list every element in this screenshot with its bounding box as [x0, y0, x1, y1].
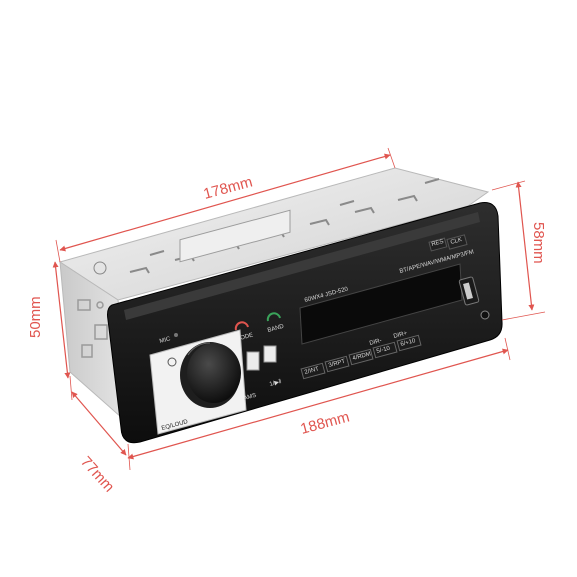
dim-line-height-back: [515, 181, 535, 311]
mic-label: MIC: [159, 336, 172, 345]
band-label: BAND: [267, 324, 285, 334]
mode-label: MODE: [235, 332, 254, 342]
aux-jack[interactable]: [480, 310, 490, 320]
dim-width-front-label: 188mm: [299, 408, 352, 437]
dim-depth-top-label: 178mm: [202, 173, 255, 202]
lcd-display: [299, 263, 463, 345]
res-button[interactable]: [428, 237, 448, 252]
clk-button[interactable]: [446, 234, 468, 250]
preset-label-6: 6/+10: [400, 338, 417, 348]
dim-ext-width-front-right: [504, 337, 511, 361]
dim-line-depth-bottom: [71, 391, 127, 456]
side-button-bottom[interactable]: [263, 345, 277, 363]
dim-line-depth-top: [59, 153, 391, 252]
dim-ext-depth-top-right: [387, 147, 396, 169]
dim-height-back-label: 58mm: [530, 222, 547, 264]
dim-ext-width-front-left: [127, 443, 131, 471]
dim-height-front-label: 50mm: [27, 296, 44, 338]
dim-ext-height-back-top: [491, 180, 526, 191]
mode-button[interactable]: [234, 321, 249, 331]
dir-minus-label: DIR-: [369, 338, 382, 347]
chassis-side-details: [77, 299, 108, 358]
side-button-top[interactable]: [246, 351, 260, 371]
band-button[interactable]: [266, 312, 281, 322]
dim-line-height-front: [52, 261, 71, 379]
preset-button-6[interactable]: [396, 334, 422, 352]
res-label: RES: [431, 239, 444, 248]
ce-mark: [93, 261, 107, 275]
dim-ext-depth-bottom: [69, 375, 73, 401]
faceplate-top-bevel: [124, 212, 480, 320]
dir-plus-label: DIR+: [393, 330, 408, 340]
usb-port-inner: [463, 282, 473, 300]
mic-hole: [174, 333, 178, 337]
clk-label: CLK: [450, 237, 463, 246]
dim-ext-depth-top-left: [55, 239, 61, 263]
dim-ext-height-back-bottom: [501, 311, 546, 321]
dim-line-width-front: [127, 348, 509, 460]
dim-depth-bottom-label: 77mm: [77, 453, 118, 495]
